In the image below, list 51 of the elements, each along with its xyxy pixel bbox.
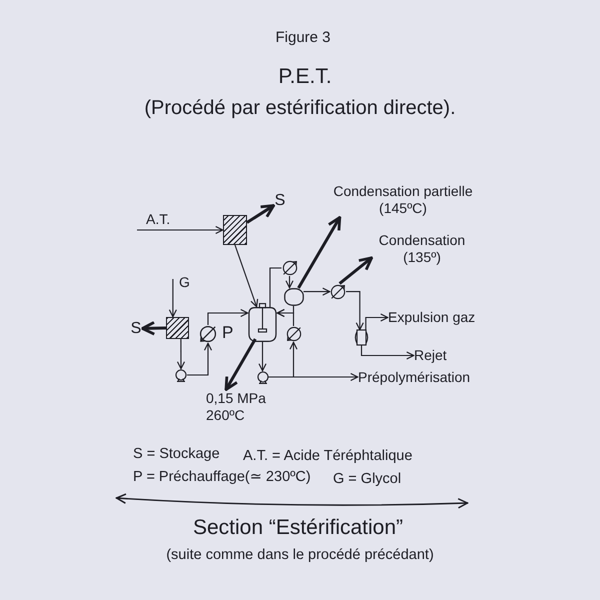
flow-arrow: [176, 339, 186, 370]
operating-conditions: 0,15 MPa 260ºC: [206, 390, 272, 424]
stirred-reactor: [248, 303, 277, 342]
abbreviation-note: G = Glycol: [333, 471, 402, 488]
stream-label: Rejet: [414, 347, 447, 364]
separator-drum: [284, 288, 304, 306]
heat-exchanger-symbol: [330, 284, 346, 300]
flow-arrow: [168, 279, 177, 318]
stream-label: Condensation (135º): [372, 232, 472, 266]
flow-arrow: [360, 345, 414, 360]
flow-arrow: [137, 226, 224, 234]
pump-symbol: [256, 371, 268, 384]
bold-arrow: [297, 216, 342, 289]
flow-arrow: [207, 308, 248, 325]
heat-exchanger-symbol: [282, 260, 298, 276]
stream-label: S: [274, 191, 286, 210]
stream-label: Prépolymérisation: [358, 368, 470, 386]
hatched-storage-tank: [166, 317, 189, 339]
flow-arrow: [187, 342, 212, 376]
flow-arrow: [346, 291, 364, 330]
abbreviation-note: A.T. = Acide Téréphtalique: [243, 448, 412, 466]
abbreviation-note: P = Préchauffage(≃ 230ºC): [133, 469, 311, 486]
stream-label: Condensation partielle (145ºC): [328, 183, 478, 217]
bold-arrow: [246, 204, 275, 224]
flow-arrow: [304, 288, 330, 296]
flow-line: [269, 267, 282, 308]
flow-arrow: [268, 342, 298, 378]
bold-arrow: [224, 338, 257, 391]
flow-arrow: [234, 244, 258, 308]
equipment-letter: P: [222, 324, 234, 343]
edge-label: G: [178, 274, 191, 290]
stream-label: S: [130, 319, 142, 338]
figure-number: Figure 3: [275, 29, 331, 47]
flow-arrow: [365, 313, 388, 330]
heat-exchanger-symbol: [199, 325, 217, 343]
section-title: Section “Estérification”: [192, 515, 404, 540]
flow-arrow: [285, 276, 294, 288]
pump-symbol: [175, 369, 187, 382]
heat-exchanger-symbol: [286, 326, 302, 342]
flash-drum: [353, 329, 370, 346]
edge-label: A.T.: [145, 211, 172, 227]
flow-arrow: [276, 308, 294, 326]
section-note: (suite comme dans le procédé précédant): [166, 547, 434, 564]
abbreviation-note: S = Stockage: [133, 446, 220, 464]
flow-arrow: [258, 342, 267, 372]
bold-arrow: [338, 256, 374, 285]
figure-title: P.E.T.: [278, 64, 332, 90]
bold-arrow: [141, 321, 166, 336]
hatched-storage-tank: [223, 215, 247, 245]
figure-subtitle: (Procédé par estérification directe).: [144, 96, 456, 120]
stream-label: Expulsion gaz: [388, 309, 476, 326]
